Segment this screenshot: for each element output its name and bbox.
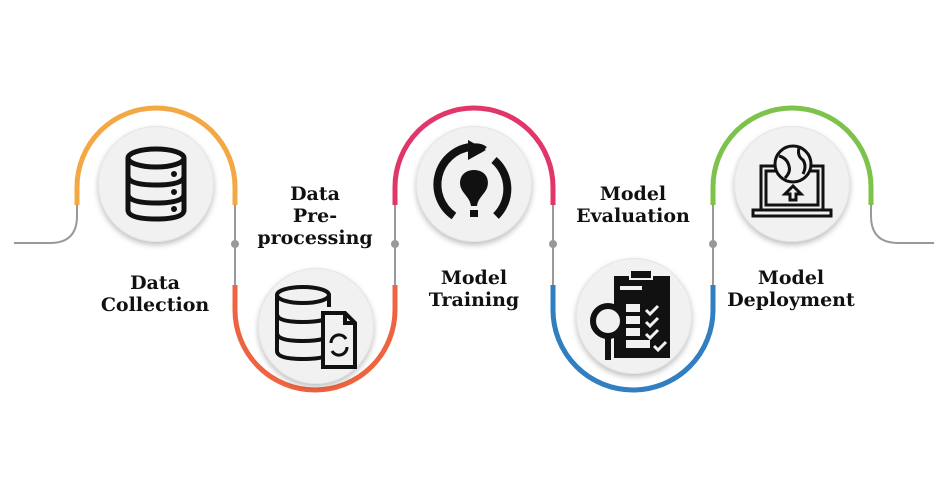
step-model-training-label: Model Training [399, 267, 549, 311]
label-line: processing [257, 227, 373, 249]
label-line: Model [599, 183, 667, 205]
step-data-preprocessing-label: Data Pre- processing [240, 183, 390, 249]
label-line: Training [428, 289, 520, 311]
label-line: Model [440, 267, 508, 289]
step-model-evaluation-label: Model Evaluation [558, 183, 708, 227]
database-icon [125, 146, 187, 222]
label-line: Model [757, 267, 825, 289]
step-model-deployment-label: Model Deployment [716, 267, 866, 311]
label-line: Evaluation [576, 205, 690, 227]
laptop-globe-upload-icon [751, 144, 833, 218]
step-data-preprocessing-icon-circle [258, 268, 374, 384]
clipboard-magnifier-checklist-icon [590, 269, 670, 360]
label-line: Deployment [727, 289, 855, 311]
step-model-evaluation-icon-circle [576, 258, 692, 374]
lightbulb-refresh-icon [433, 140, 512, 220]
database-file-sync-icon [275, 285, 357, 369]
step-data-collection-icon-circle [98, 126, 214, 242]
label-line: Data [290, 183, 340, 205]
step-model-deployment-icon-circle [734, 126, 850, 242]
label-line: Data [130, 272, 180, 294]
step-data-collection-label: Data Collection [80, 272, 230, 316]
label-line: Collection [100, 294, 210, 316]
step-model-training-icon-circle [416, 126, 532, 242]
label-line: Pre- [292, 205, 338, 227]
